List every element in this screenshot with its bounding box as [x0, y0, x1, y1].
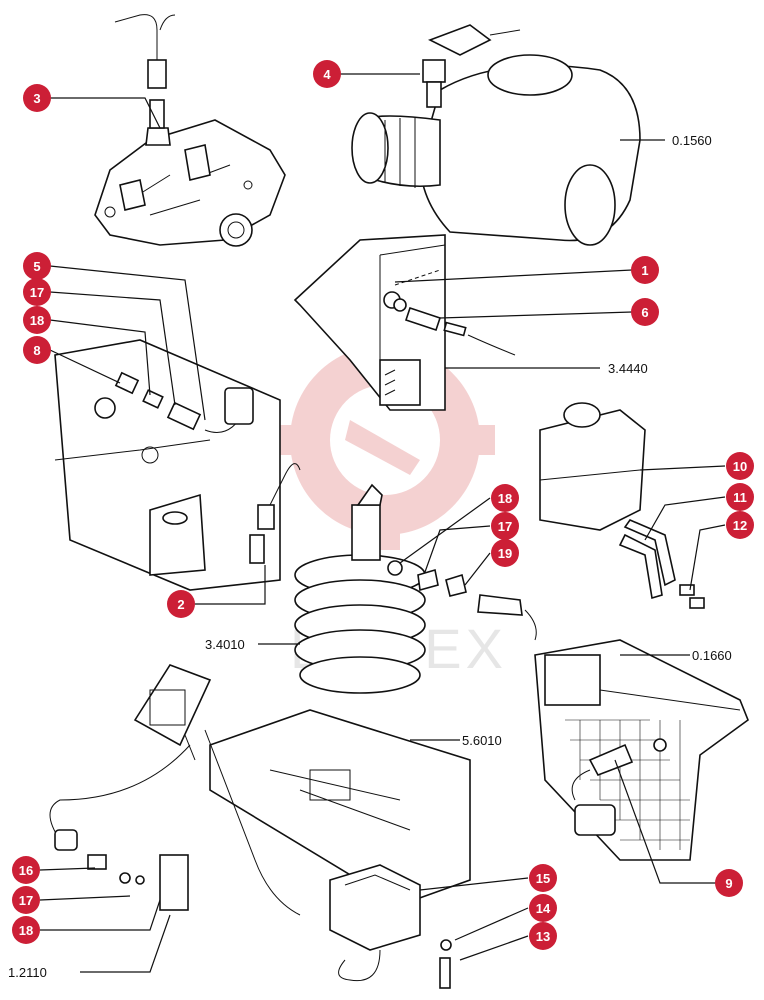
callout-17-lower[interactable]: 17 — [12, 886, 40, 914]
callout-18-middle[interactable]: 18 — [491, 484, 519, 512]
engine-block-right — [534, 639, 749, 861]
callout-14[interactable]: 14 — [529, 894, 557, 922]
svg-text:18: 18 — [498, 491, 512, 506]
callout-15[interactable]: 15 — [529, 864, 557, 892]
coil-assembly — [294, 483, 537, 694]
svg-text:11: 11 — [733, 490, 747, 505]
svg-text:13: 13 — [536, 929, 550, 944]
control-box-assembly — [49, 664, 471, 989]
callout-3[interactable]: 3 — [23, 84, 51, 112]
callout-12[interactable]: 12 — [726, 511, 754, 539]
callout-16[interactable]: 16 — [12, 856, 40, 884]
engine-head-assembly — [94, 14, 286, 247]
callout-18-upper[interactable]: 18 — [23, 306, 51, 334]
callout-13[interactable]: 13 — [529, 922, 557, 950]
leader-lines — [39, 73, 726, 973]
callout-5[interactable]: 5 — [23, 252, 51, 280]
svg-text:9: 9 — [725, 876, 732, 891]
svg-text:3: 3 — [33, 91, 40, 106]
callout-1[interactable]: 1 — [631, 256, 659, 284]
svg-text:12: 12 — [733, 518, 747, 533]
bracket-assembly — [293, 234, 516, 411]
callout-8[interactable]: 8 — [23, 336, 51, 364]
svg-text:14: 14 — [536, 901, 551, 916]
svg-text:6: 6 — [641, 305, 648, 320]
svg-text:17: 17 — [498, 519, 512, 534]
callout-18-lower[interactable]: 18 — [12, 916, 40, 944]
svg-text:2: 2 — [177, 597, 184, 612]
svg-text:4: 4 — [323, 67, 331, 82]
callout-2[interactable]: 2 — [167, 590, 195, 618]
svg-text:1: 1 — [641, 263, 648, 278]
svg-text:10: 10 — [733, 459, 747, 474]
ref-label-3-4440: 3.4440 — [608, 361, 648, 376]
engine-block-left — [54, 339, 301, 591]
svg-text:18: 18 — [19, 923, 33, 938]
svg-text:15: 15 — [536, 871, 550, 886]
callout-19[interactable]: 19 — [491, 539, 519, 567]
ref-label-0-1560: 0.1560 — [672, 133, 712, 148]
svg-text:18: 18 — [30, 313, 44, 328]
ref-label-3-4010: 3.4010 — [205, 637, 245, 652]
ref-label-5-6010: 5.6010 — [462, 733, 502, 748]
svg-text:5: 5 — [33, 259, 40, 274]
callout-10[interactable]: 10 — [726, 452, 754, 480]
callout-17-upper[interactable]: 17 — [23, 278, 51, 306]
ref-label-1-2110: 1.2110 — [8, 965, 47, 980]
svg-text:16: 16 — [19, 863, 33, 878]
svg-text:17: 17 — [30, 285, 44, 300]
ref-label-0-1660: 0.1660 — [692, 648, 732, 663]
svg-text:8: 8 — [33, 343, 40, 358]
svg-text:17: 17 — [19, 893, 33, 908]
coolant-reservoir — [539, 402, 705, 609]
air-intake-assembly — [351, 24, 641, 246]
callout-17-middle[interactable]: 17 — [491, 512, 519, 540]
callout-4[interactable]: 4 — [313, 60, 341, 88]
svg-text:19: 19 — [498, 546, 512, 561]
callout-11[interactable]: 11 — [726, 483, 754, 511]
callout-9[interactable]: 9 — [715, 869, 743, 897]
callout-6[interactable]: 6 — [631, 298, 659, 326]
